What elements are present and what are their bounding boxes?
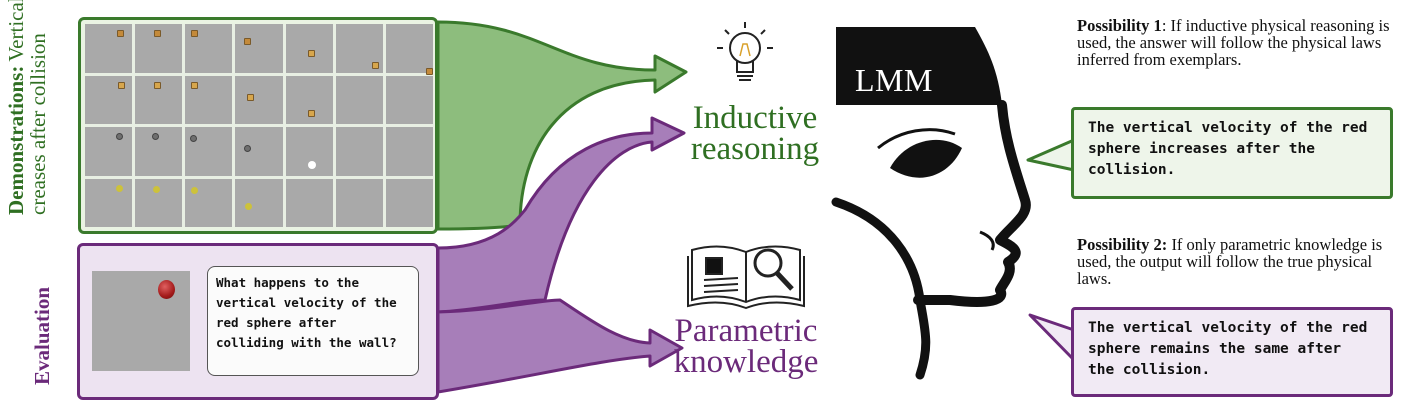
frame	[185, 178, 233, 227]
possibility2-heading: Possibility 2:	[1077, 235, 1168, 254]
frame	[235, 75, 283, 124]
purple-flow-arrow-lower	[436, 298, 684, 394]
demonstrations-text-line1: Vertical velocity in-	[4, 0, 28, 62]
frame	[235, 178, 283, 227]
parametric-line1: Parametric	[674, 313, 818, 349]
frame	[85, 75, 133, 124]
frame	[185, 75, 233, 124]
frame	[285, 24, 333, 73]
book-magnifier-icon	[687, 245, 805, 310]
frame	[385, 178, 433, 227]
demonstrations-text-line2: creases after collision	[26, 33, 50, 215]
evaluation-scene-image	[92, 271, 190, 371]
frame	[85, 24, 133, 73]
frame	[135, 24, 183, 73]
demonstration-frames-grid	[85, 24, 433, 227]
lightbulb-icon	[717, 22, 773, 81]
evaluation-label: Evaluation	[30, 286, 54, 385]
frame	[85, 127, 133, 176]
demonstrations-label: Demonstrations: Vertical velocity in- cr…	[4, 0, 50, 215]
frame	[335, 127, 383, 176]
red-sphere	[158, 280, 175, 299]
inductive-line1: Inductive	[692, 100, 818, 136]
parametric-knowledge-label: Parametric knowledge	[656, 313, 836, 380]
frame	[285, 75, 333, 124]
frame	[285, 127, 333, 176]
inductive-line2: reasoning	[690, 131, 820, 167]
frame	[335, 178, 383, 227]
possibility2-text: Possibility 2: If only parametric knowle…	[1077, 236, 1397, 287]
parametric-line2: knowledge	[673, 344, 819, 380]
possibility1-text: Possibility 1: If inductive physical rea…	[1077, 17, 1397, 68]
possibility1-body: : If inductive physical reasoning is use…	[1077, 16, 1390, 69]
answer2-bubble-tail	[1028, 313, 1076, 362]
evaluation-question: What happens to the vertical velocity of…	[207, 266, 419, 376]
inductive-reasoning-label: Inductive reasoning	[670, 100, 840, 167]
frame	[335, 24, 383, 73]
purple-flow-arrow-upper	[436, 116, 686, 314]
frame	[235, 127, 283, 176]
possibility1-answer: The vertical velocity of the red sphere …	[1071, 107, 1393, 199]
frame	[185, 24, 233, 73]
frame	[135, 127, 183, 176]
frame	[85, 178, 133, 227]
frame	[285, 178, 333, 227]
frame	[135, 75, 183, 124]
frame	[385, 75, 433, 124]
answer1-bubble-tail	[1026, 138, 1076, 172]
frame	[385, 127, 433, 176]
lmm-label: LMM	[855, 62, 933, 98]
possibility2-answer: The vertical velocity of the red sphere …	[1071, 307, 1393, 397]
possibility2-body: If only parametric knowledge is used, th…	[1077, 235, 1383, 288]
frame	[135, 178, 183, 227]
frame	[385, 24, 433, 75]
frame	[235, 24, 283, 73]
head-silhouette-icon	[831, 27, 1031, 380]
frame	[335, 75, 383, 124]
green-flow-arrow	[436, 20, 688, 231]
frame	[185, 127, 233, 176]
possibility1-heading: Possibility 1	[1077, 16, 1162, 35]
demonstrations-title: Demonstrations:	[4, 65, 28, 215]
